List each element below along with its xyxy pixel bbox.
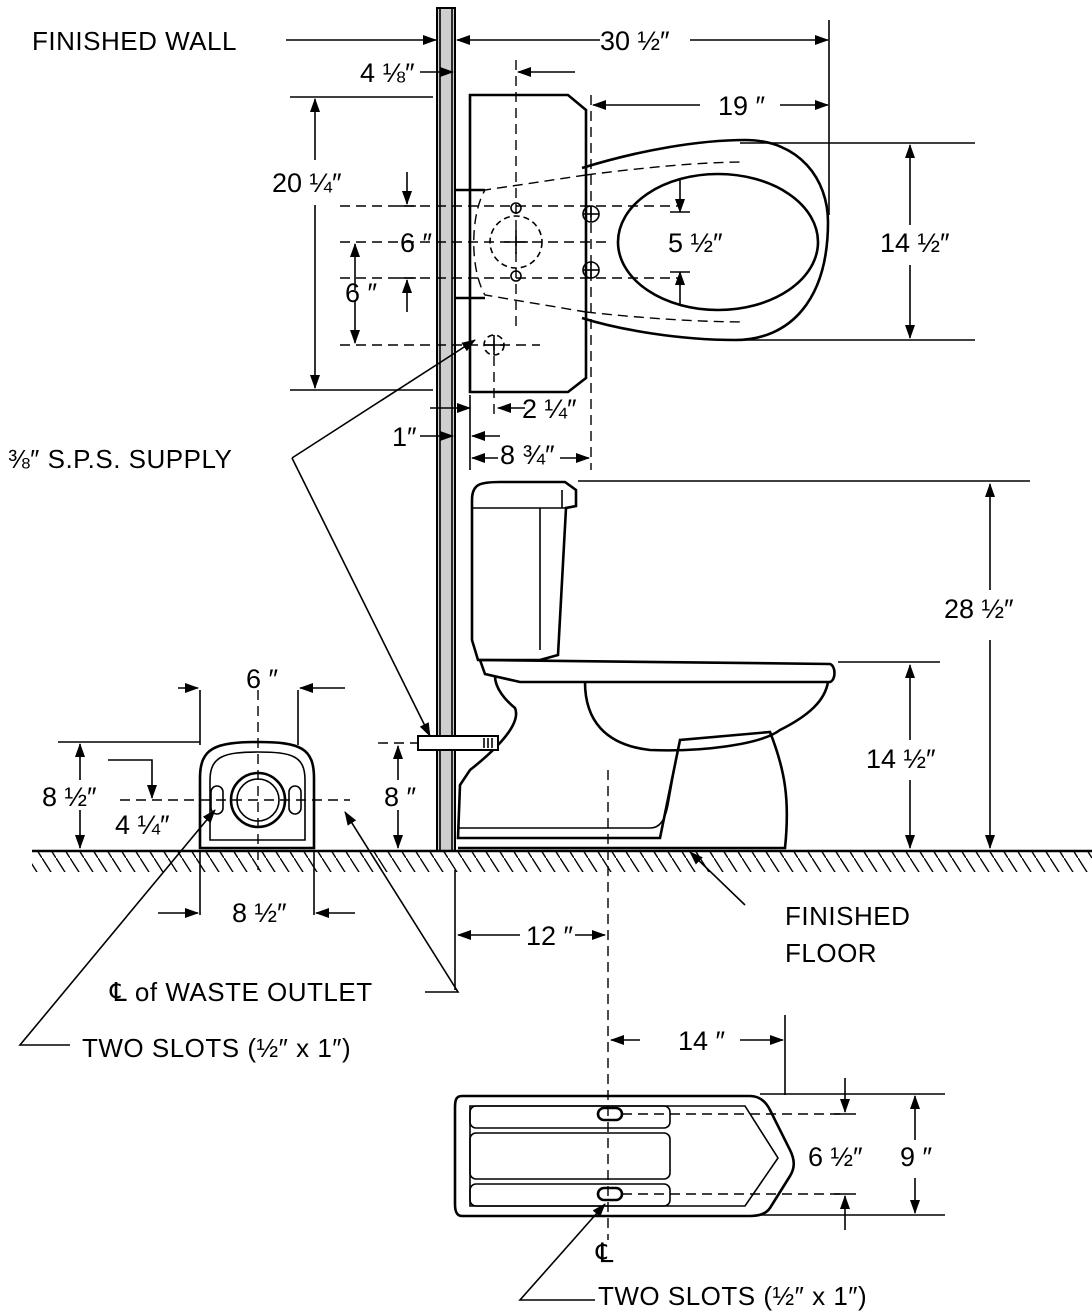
elevation-dimensions <box>291 339 1030 990</box>
dim-base-width: 9 ″ <box>900 1142 933 1172</box>
finished-wall <box>436 7 456 852</box>
dim-bowl-length: 19 ″ <box>718 91 766 121</box>
centerline-symbol: ℄ <box>595 1238 614 1268</box>
dim-wall-thickness: 1″ <box>392 422 417 452</box>
two-slots-left-label: TWO SLOTS (½″ x 1″) <box>82 1033 351 1063</box>
plan-dimensions <box>286 20 975 470</box>
dim-supply-height: 8 ″ <box>384 782 417 812</box>
dim-rough-in: 12 ″ <box>526 921 574 951</box>
dimension-labels: 30 ½″ 4 ⅛″ 19 ″ 20 ¼″ 6 ″ 6 ″ 5 ½″ 14 ½″… <box>42 26 1014 1172</box>
dim-slot-to-front: 14 ″ <box>678 1026 726 1056</box>
dim-bowl-width: 14 ½″ <box>880 228 950 258</box>
dim-overall-depth: 30 ½″ <box>600 26 670 56</box>
dim-outlet-center-height: 4 ¼″ <box>115 810 170 840</box>
dim-slot-spacing: 6 ½″ <box>808 1142 863 1172</box>
finished-wall-label: FINISHED WALL <box>32 26 237 56</box>
dim-wall-to-tank: 4 ⅛″ <box>360 58 415 88</box>
dim-overall-height: 28 ½″ <box>944 594 1014 624</box>
dim-supply-offset: 6 ″ <box>345 278 378 308</box>
supply-label: ⅜″ S.P.S. SUPPLY <box>8 444 232 474</box>
finished-floor-label-1: FINISHED <box>785 901 910 931</box>
plan-view <box>340 60 830 470</box>
cl-waste-outlet-label: ℄ of WASTE OUTLET <box>109 977 373 1007</box>
dim-rim-height: 14 ½″ <box>866 744 936 774</box>
dim-outlet-base-width: 8 ½″ <box>232 898 287 928</box>
dim-tank-height-plan: 20 ¼″ <box>272 168 342 198</box>
waste-outlet-detail <box>18 683 460 1046</box>
dim-tank-depth: 8 ¾″ <box>500 440 555 470</box>
base-footprint <box>453 1015 945 1301</box>
dim-outlet-width: 6 ″ <box>246 664 279 694</box>
elevation-view <box>378 480 836 1240</box>
finished-floor-label-2: FLOOR <box>785 938 877 968</box>
two-slots-bottom-label: TWO SLOTS (½″ x 1″) <box>598 1281 867 1311</box>
text-labels: FINISHED WALL ⅜″ S.P.S. SUPPLY FINISHED … <box>8 26 910 1311</box>
dim-supply-setback: 2 ¼″ <box>522 394 577 424</box>
dim-bolt-spacing: 6 ″ <box>400 228 433 258</box>
dim-outlet-height: 8 ½″ <box>42 782 97 812</box>
finished-floor <box>32 849 1092 872</box>
dim-seat-hole-spacing: 5 ½″ <box>668 228 723 258</box>
